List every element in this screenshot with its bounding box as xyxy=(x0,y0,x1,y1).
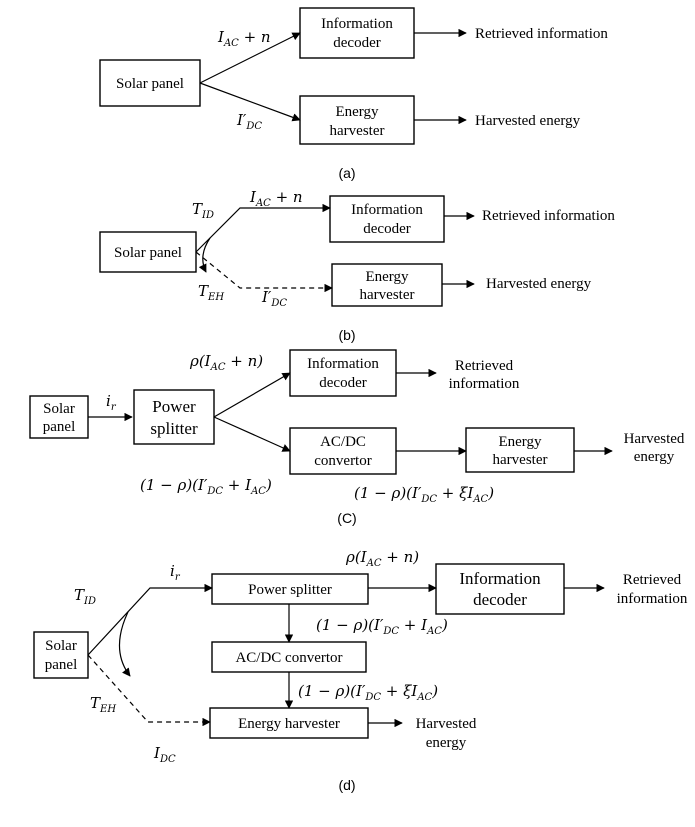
panel-b-t-id-label: TID xyxy=(192,200,214,221)
panel-d-idc-label: IDC xyxy=(153,744,176,765)
panel-a-retrieved-label: Retrieved information xyxy=(475,26,608,42)
panel-c-acdc-line1: AC/DC xyxy=(320,434,366,450)
panel-d-info-decoder-line1: Information xyxy=(459,569,541,588)
panel-c-arrow-to-decoder xyxy=(213,372,291,418)
panel-d-caption: (d) xyxy=(338,777,355,793)
panel-c-power-splitter-line2: splitter xyxy=(150,419,198,438)
panel-c-power-splitter-block xyxy=(133,389,215,445)
panel-b: Solar panel Information decoder Energy h… xyxy=(99,188,615,343)
panel-c-ir-label: ir xyxy=(106,392,117,413)
panel-a-solar-panel-block xyxy=(99,59,201,107)
panel-d-arrow-direct-harvester xyxy=(87,654,211,727)
panel-a-info-decoder-line2: decoder xyxy=(333,35,380,51)
panel-b-info-decoder-line1: Information xyxy=(351,202,423,218)
panel-c-harvested-line2: energy xyxy=(634,449,675,465)
panel-d-switch-arc xyxy=(118,611,131,677)
panel-d-t-id-label: TID xyxy=(74,586,96,607)
panel-d-acdc-label: AC/DC convertor xyxy=(235,650,342,666)
panel-d-t-eh-label: TEH xyxy=(90,694,116,715)
panel-d-retrieved-line1: Retrieved xyxy=(623,572,682,588)
panel-c-acdc-line2: convertor xyxy=(314,453,371,469)
panel-b-info-decoder-block xyxy=(329,195,445,243)
panel-c-retrieved-line1: Retrieved xyxy=(455,358,514,374)
panel-d-ir-label: ir xyxy=(170,562,181,583)
panel-d-harvested-line2: energy xyxy=(426,735,467,751)
panel-b-signal-dc-label: I′DC xyxy=(261,288,287,309)
panel-d-signal-conv-dc-label: (1 − ρ)(I′DC + ξIAC) xyxy=(298,682,438,703)
panel-c-signal-conv-dc-label: (1 − ρ)(I′DC + ξIAC) xyxy=(354,484,494,505)
panel-a-caption: (a) xyxy=(338,165,355,181)
panel-a-arrow-to-decoder xyxy=(199,32,301,84)
panel-b-arrow-to-harvester xyxy=(195,251,333,293)
panel-b-energy-harvester-line2: harvester xyxy=(360,287,415,303)
panel-c-signal-split-dc-label: (1 − ρ)(I′DC + IAC) xyxy=(140,476,272,497)
panel-d-retrieved-line2: information xyxy=(617,591,688,607)
panel-a-harvested-label: Harvested energy xyxy=(475,113,581,129)
panel-a: Solar panel Information decoder Energy h… xyxy=(99,7,608,181)
panel-b-switch-arc xyxy=(198,237,211,273)
panel-c-solar-panel-block xyxy=(29,395,89,439)
panel-d-solar-panel-line1: Solar xyxy=(45,638,77,654)
panel-c-info-decoder-line2: decoder xyxy=(319,375,366,391)
panel-d-info-decoder-line2: decoder xyxy=(473,590,527,609)
panel-d-energy-harvester-label: Energy harvester xyxy=(238,716,340,732)
panel-c-caption: (C) xyxy=(337,510,356,526)
panel-a-energy-harvester-line1: Energy xyxy=(335,104,379,120)
panel-c-signal-rho-label: ρ(IAC + n) xyxy=(189,352,263,373)
panel-d-signal-rho-label: ρ(IAC + n) xyxy=(345,548,419,569)
panel-c-solar-panel-line2: panel xyxy=(43,419,75,435)
panel-c-harvested-line1: Harvested xyxy=(624,431,685,447)
panel-c: Solar panel ir Power splitter Informatio… xyxy=(29,349,685,526)
panel-b-signal-ac-label: IAC + n xyxy=(249,188,303,209)
panel-d: Solar panel Power splitter Information d… xyxy=(33,548,688,793)
panel-b-t-eh-label: TEH xyxy=(198,282,224,303)
panel-b-energy-harvester-block xyxy=(331,263,443,307)
panel-c-energy-harvester-line1: Energy xyxy=(498,434,542,450)
panel-a-energy-harvester-line2: harvester xyxy=(330,123,385,139)
panel-d-acdc-block xyxy=(211,641,367,673)
panel-c-arrow-to-acdc xyxy=(213,416,291,452)
panel-a-signal-dc-label: I′DC xyxy=(236,111,262,132)
panel-a-solar-panel-label: Solar panel xyxy=(116,76,184,92)
panel-b-arrow-to-decoder xyxy=(195,203,331,253)
panel-c-acdc-block xyxy=(289,427,397,475)
panel-a-energy-harvester-block xyxy=(299,95,415,145)
panel-d-power-splitter-label: Power splitter xyxy=(248,582,332,598)
panel-b-energy-harvester-line1: Energy xyxy=(365,269,409,285)
panel-b-harvested-label: Harvested energy xyxy=(486,276,592,292)
panel-b-retrieved-label: Retrieved information xyxy=(482,208,615,224)
panel-a-info-decoder-block xyxy=(299,7,415,59)
panel-b-info-decoder-line2: decoder xyxy=(363,221,410,237)
panel-b-solar-panel-block xyxy=(99,231,197,273)
panel-d-info-decoder-block xyxy=(435,563,565,615)
panel-c-energy-harvester-block xyxy=(465,427,575,473)
panel-c-retrieved-line2: information xyxy=(449,376,520,392)
panel-b-solar-panel-label: Solar panel xyxy=(114,245,182,261)
panel-c-energy-harvester-line2: harvester xyxy=(493,452,548,468)
panel-d-harvested-line1: Harvested xyxy=(416,716,477,732)
panel-d-solar-panel-line2: panel xyxy=(45,657,77,673)
panel-a-info-decoder-line1: Information xyxy=(321,16,393,32)
panel-d-signal-split-dc-label: (1 − ρ)(I′DC + IAC) xyxy=(316,616,448,637)
panel-c-power-splitter-line1: Power xyxy=(152,397,196,416)
panel-b-caption: (b) xyxy=(338,327,355,343)
panel-a-signal-ac-label: IAC + n xyxy=(217,28,271,49)
panel-a-arrow-to-harvester xyxy=(199,82,301,122)
panel-c-info-decoder-line1: Information xyxy=(307,356,379,372)
panel-c-solar-panel-line1: Solar xyxy=(43,401,75,417)
panel-d-arrow-to-splitter xyxy=(87,583,213,656)
panel-c-info-decoder-block xyxy=(289,349,397,397)
